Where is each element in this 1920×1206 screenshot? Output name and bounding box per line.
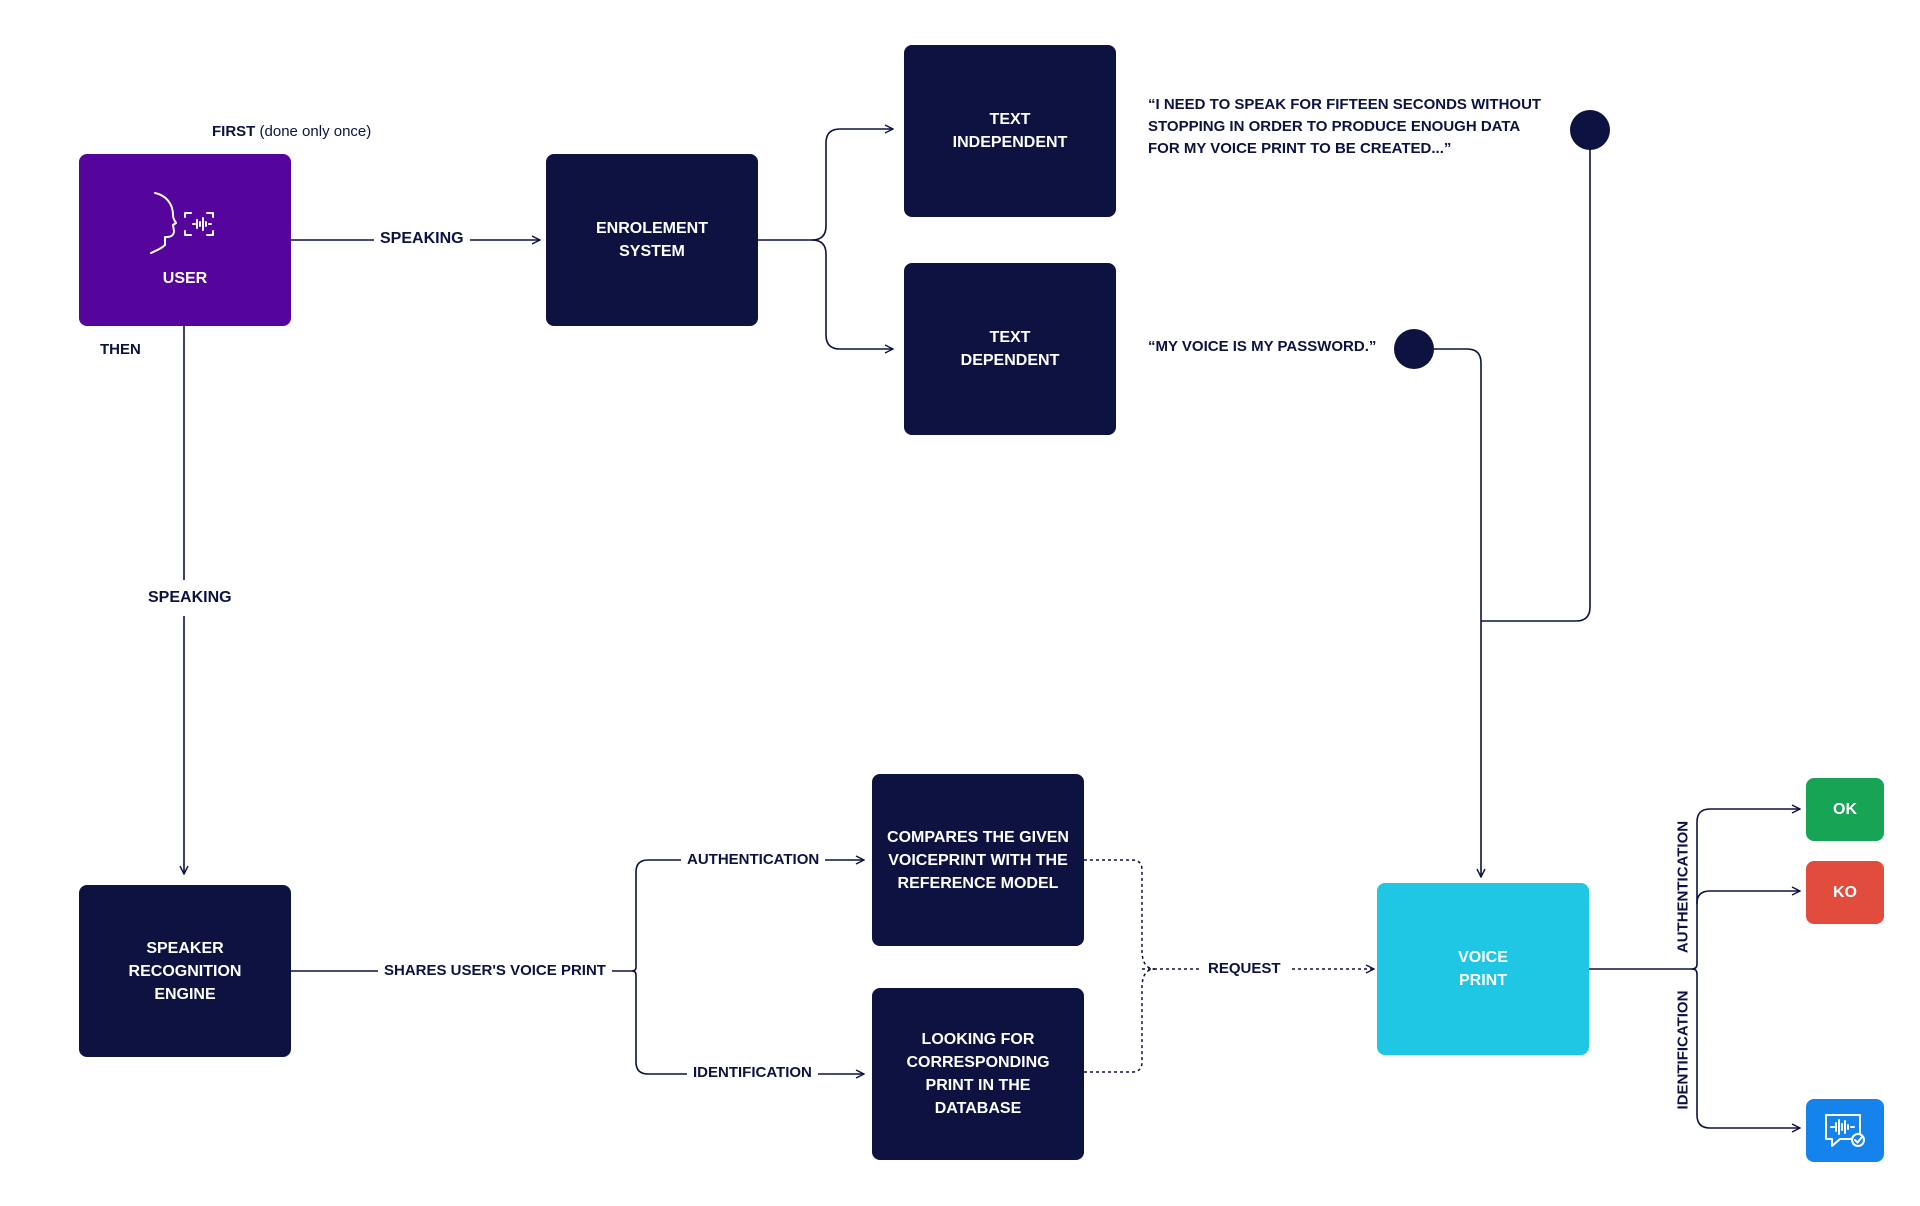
connector-to-ko — [1696, 891, 1800, 904]
text-independent-example-quote: “I NEED TO SPEAK FOR FIFTEEN SECONDS WIT… — [1148, 96, 1542, 157]
speaker-recognition-engine-label: SPEAKER RECOGNITION ENGINE — [128, 939, 242, 1003]
speaking-top-label: SPEAKING — [374, 229, 470, 249]
connector-to-text-dependent — [811, 239, 893, 349]
authentication-label: AUTHENTICATION — [681, 850, 826, 870]
text-independent-node: TEXT INDEPENDENT — [904, 45, 1116, 217]
looking-label: LOOKING FOR CORRESPONDING PRINT IN THE D… — [906, 1031, 1050, 1117]
connector-to-looking — [631, 970, 864, 1074]
connector-to-ok — [1691, 809, 1800, 970]
ok-label: OK — [1833, 801, 1857, 818]
connector-dependent-dot-voiceprint — [1414, 348, 1481, 877]
connector-to-compares — [631, 860, 864, 972]
text-dependent-label: TEXT DEPENDENT — [960, 329, 1060, 369]
text-independent-label: TEXT INDEPENDENT — [952, 111, 1068, 151]
ko-label: KO — [1833, 884, 1857, 901]
authentication-vertical-label: AUTHENTICATION — [1674, 818, 1692, 956]
enrolement-system-label: ENROLEMENT SYSTEM — [596, 220, 708, 260]
then-label: THEN — [100, 341, 141, 358]
speaking-left-label: SPEAKING — [142, 580, 238, 616]
identified-result — [1806, 1099, 1884, 1162]
connector-independent-dot-voiceprint — [1481, 130, 1591, 622]
request-label: REQUEST — [1200, 959, 1289, 979]
text-independent-dot — [1570, 110, 1610, 150]
connector-to-identified — [1691, 968, 1800, 1128]
first-label: FIRST (done only once) — [212, 122, 371, 142]
voice-print-node: VOICE PRINT — [1377, 883, 1589, 1055]
shares-label: SHARES USER'S VOICE PRINT — [378, 961, 612, 981]
voice-print-label: VOICE PRINT — [1458, 949, 1508, 989]
text-dependent-node: TEXT DEPENDENT — [904, 263, 1116, 435]
enrolement-system-node: ENROLEMENT SYSTEM — [546, 154, 758, 326]
compares-node: COMPARES THE GIVEN VOICEPRINT WITH THE R… — [872, 774, 1084, 946]
identification-vertical-label: IDENTIFICATION — [1674, 988, 1692, 1112]
connector-to-text-independent — [811, 129, 893, 241]
user-node: USER — [79, 154, 291, 326]
ko-result: KO — [1806, 861, 1884, 924]
voice-chat-check-icon — [1825, 1113, 1865, 1147]
ok-result: OK — [1806, 778, 1884, 841]
compares-label: COMPARES THE GIVEN VOICEPRINT WITH THE R… — [887, 828, 1069, 892]
text-dependent-example-quote: “MY VOICE IS MY PASSWORD.” — [1148, 338, 1377, 355]
identification-label: IDENTIFICATION — [687, 1063, 818, 1083]
looking-node: LOOKING FOR CORRESPONDING PRINT IN THE D… — [872, 988, 1084, 1160]
dotted-compares-request — [1084, 859, 1156, 970]
speaker-recognition-engine-node: SPEAKER RECOGNITION ENGINE — [79, 885, 291, 1057]
user-label: USER — [162, 269, 208, 287]
face-voice-scan-icon — [150, 191, 214, 254]
first-bold: FIRST — [212, 123, 256, 140]
dotted-looking-request — [1084, 968, 1156, 1073]
first-note: (done only once) — [259, 123, 372, 140]
text-dependent-dot — [1394, 329, 1434, 369]
